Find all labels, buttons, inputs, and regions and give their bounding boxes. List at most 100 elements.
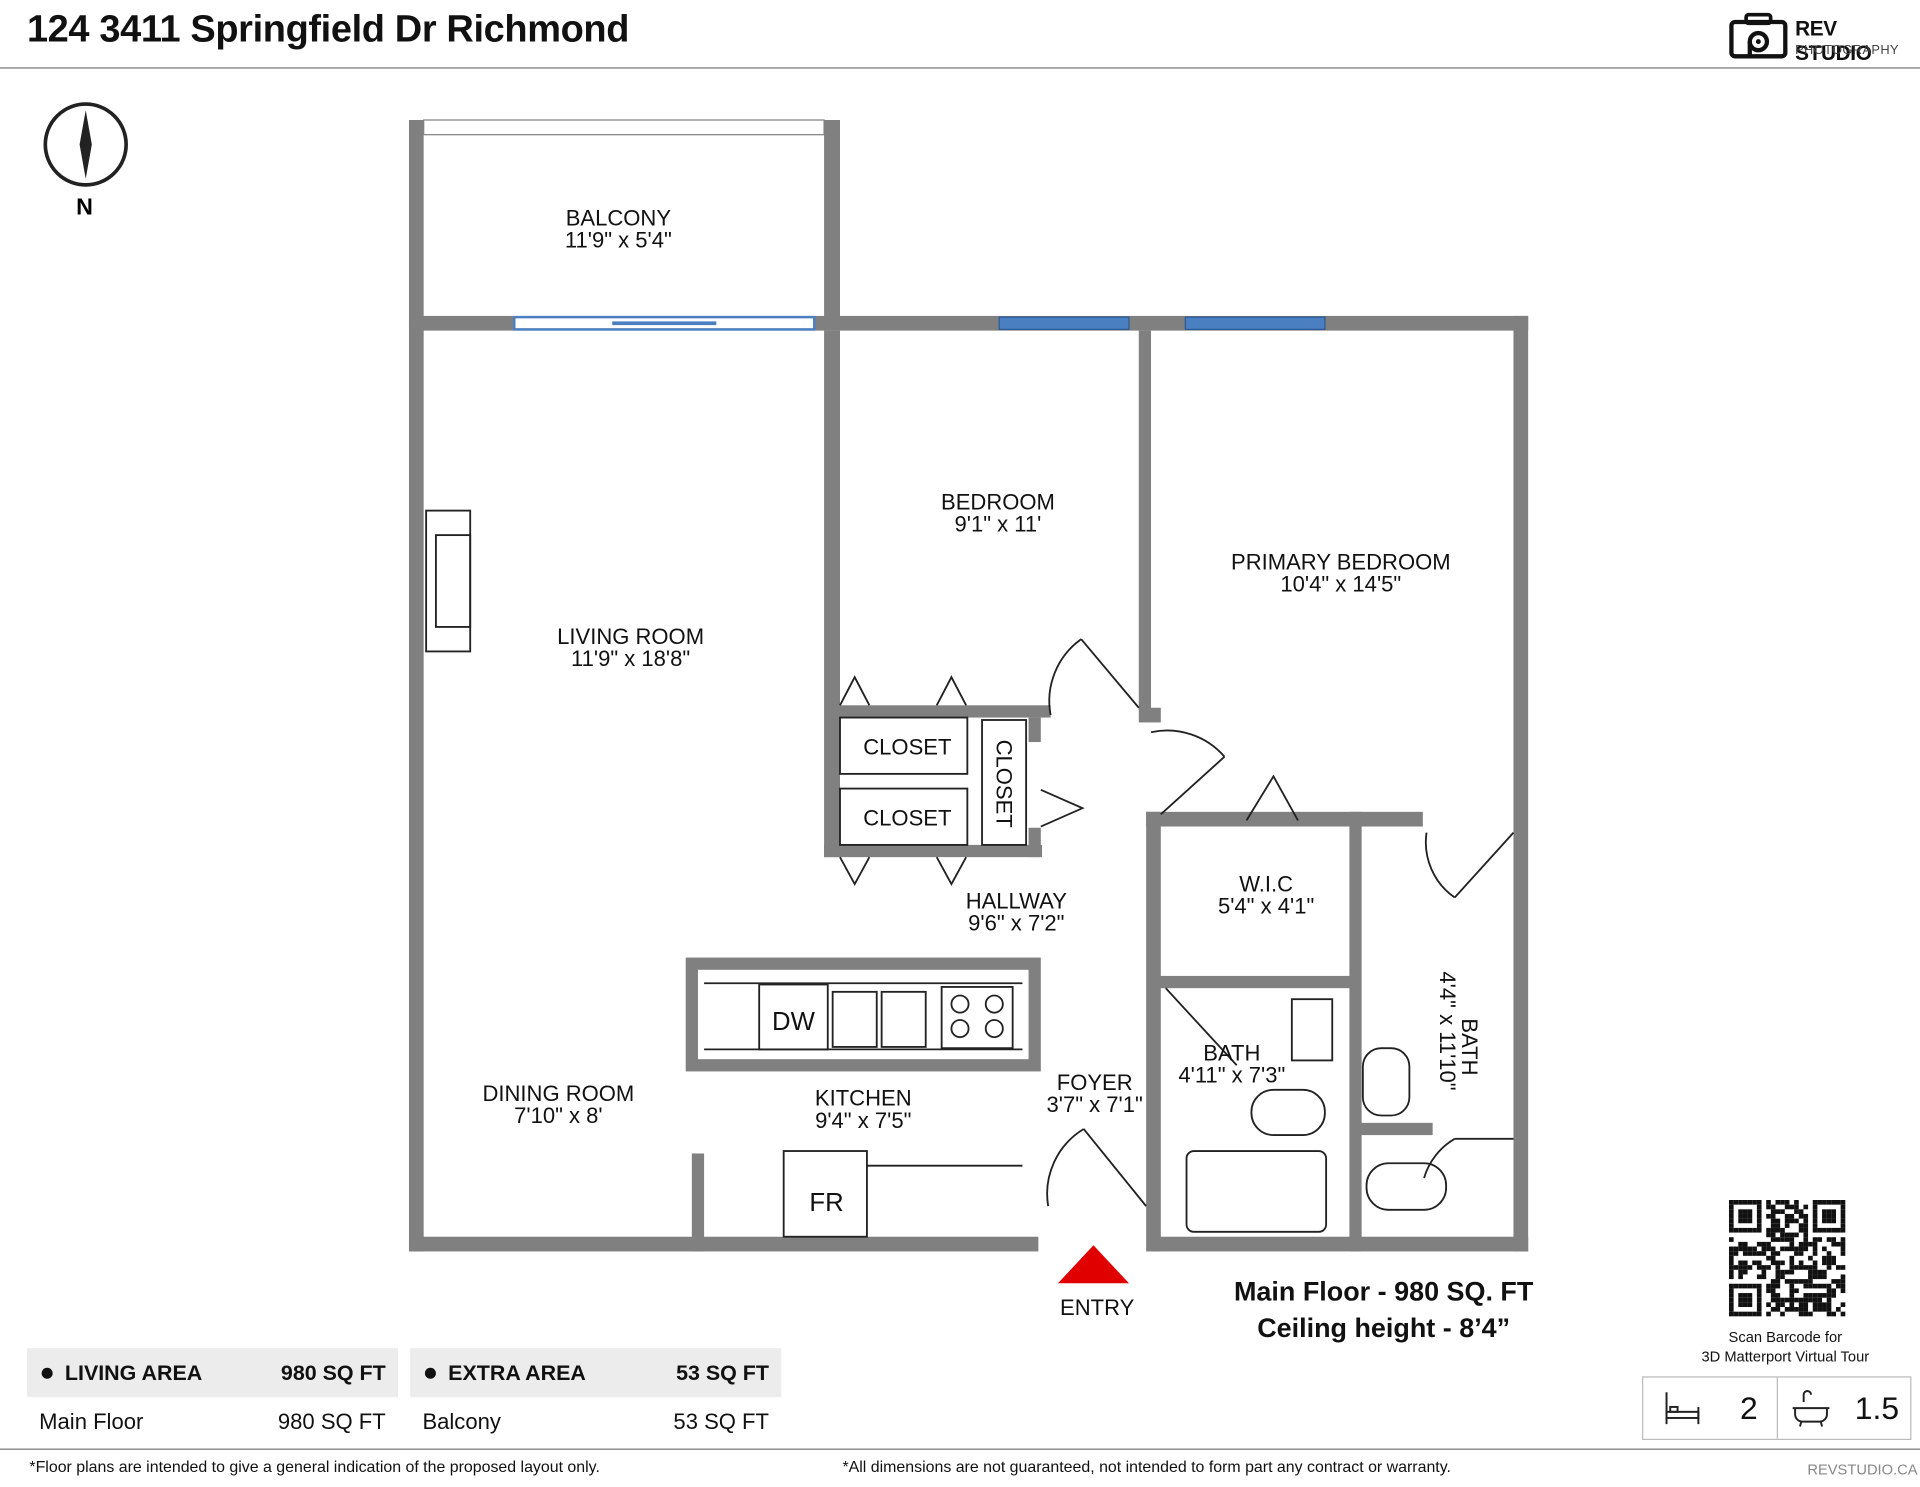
room-dim-wic: 5'4" x 4'1" (1218, 893, 1314, 918)
qr-module (1784, 1246, 1790, 1252)
room-labels: BALCONY 11'9" x 5'4" LIVING ROOM 11'9" x… (482, 205, 1482, 1320)
room-name-hallway: HALLWAY (966, 889, 1068, 914)
qr-module (1728, 1213, 1734, 1219)
qr-module (1747, 1246, 1753, 1252)
qr-module (1822, 1269, 1827, 1275)
qr-module (1808, 1279, 1813, 1284)
qr-module (1831, 1227, 1837, 1233)
qr-module (1798, 1302, 1804, 1308)
qr-module (1789, 1302, 1795, 1308)
qr-module (1812, 1307, 1818, 1312)
qr-module (1761, 1274, 1767, 1280)
qr-module (1789, 1241, 1795, 1247)
qr-module (1808, 1297, 1813, 1303)
qr-module (1775, 1274, 1781, 1280)
qr-module (1775, 1279, 1781, 1284)
qr-module (1738, 1293, 1743, 1298)
bath-count: 1.5 (1854, 1389, 1900, 1426)
qr-module (1840, 1288, 1846, 1294)
qr-module (1840, 1251, 1846, 1256)
qr-module (1728, 1297, 1734, 1303)
qr-module (1803, 1293, 1809, 1298)
qr-module (1817, 1200, 1823, 1205)
qr-module (1784, 1297, 1790, 1303)
qr-module (1761, 1246, 1767, 1252)
qr-module (1756, 1223, 1762, 1228)
qr-module (1784, 1223, 1790, 1228)
room-name-bedroom: BEDROOM (941, 489, 1055, 514)
qr-module (1747, 1311, 1753, 1317)
qr-module (1733, 1246, 1739, 1252)
qr-module (1831, 1241, 1837, 1247)
closet-label: CLOSET (992, 740, 1017, 828)
floor-info: Main Floor - 980 SQ. FT Ceiling height -… (1212, 1273, 1555, 1346)
qr-module (1826, 1218, 1832, 1224)
dishwasher-label: DW (772, 1008, 816, 1036)
qr-module (1794, 1288, 1799, 1294)
qr-module (1803, 1265, 1809, 1270)
website-link[interactable]: REVSTUDIO.CA (1807, 1460, 1918, 1478)
qr-module (1798, 1260, 1804, 1266)
qr-module (1747, 1265, 1753, 1270)
qr-module (1780, 1274, 1785, 1280)
qr-module (1756, 1274, 1762, 1280)
qr-module (1798, 1223, 1804, 1228)
qr-module (1817, 1307, 1823, 1312)
qr-module (1752, 1251, 1757, 1256)
qr-module (1789, 1288, 1795, 1294)
qr-module (1803, 1237, 1809, 1242)
qr-module (1789, 1293, 1795, 1298)
bed-icon (1665, 1392, 1700, 1425)
qr-module (1831, 1209, 1837, 1214)
room-name-bath: BATH (1457, 1018, 1482, 1075)
qr-module (1775, 1218, 1781, 1224)
qr-module (1817, 1297, 1823, 1303)
qr-module (1826, 1213, 1832, 1219)
row-value: 53 SQ FT (673, 1408, 769, 1434)
qr-module (1812, 1269, 1818, 1275)
qr-module (1770, 1288, 1776, 1294)
qr-module (1840, 1227, 1846, 1233)
qr-module (1728, 1209, 1734, 1214)
qr-module (1808, 1241, 1813, 1247)
qr-module (1770, 1283, 1776, 1289)
qr-module (1742, 1269, 1748, 1275)
qr-module (1742, 1265, 1748, 1270)
qr-module (1812, 1237, 1818, 1242)
footer-divider (0, 1448, 1920, 1450)
qr-module (1775, 1260, 1781, 1266)
qr-module (1766, 1246, 1771, 1252)
qr-module (1747, 1302, 1753, 1308)
qr-module (1752, 1260, 1757, 1266)
qr-module (1742, 1218, 1748, 1224)
qr-module (1784, 1200, 1790, 1205)
qr-module (1789, 1255, 1795, 1261)
qr-module (1728, 1218, 1734, 1224)
qr-module (1826, 1311, 1832, 1317)
qr-module (1766, 1311, 1771, 1317)
qr-module (1742, 1293, 1748, 1298)
qr-module (1822, 1302, 1827, 1308)
qr-module (1738, 1209, 1743, 1214)
room-dim-hallway: 9'6" x 7'2" (968, 911, 1064, 936)
qr-module (1822, 1255, 1827, 1261)
qr-module (1733, 1200, 1739, 1205)
qr-module (1738, 1297, 1743, 1303)
room-name-wic: W.I.C (1239, 871, 1293, 896)
qr-module (1770, 1307, 1776, 1312)
qr-module (1798, 1227, 1804, 1233)
bathtub-icon (1792, 1390, 1829, 1427)
qr-module (1803, 1204, 1809, 1210)
qr-module (1826, 1307, 1832, 1312)
qr-module (1836, 1227, 1841, 1233)
qr-module (1789, 1237, 1795, 1242)
qr-module (1756, 1283, 1762, 1289)
qr-module (1794, 1251, 1799, 1256)
qr-module (1789, 1204, 1795, 1210)
qr-module (1812, 1209, 1818, 1214)
ceiling-height-text: Ceiling height - 8’4” (1257, 1312, 1511, 1344)
qr-module (1728, 1260, 1734, 1266)
qr-module (1831, 1218, 1837, 1224)
